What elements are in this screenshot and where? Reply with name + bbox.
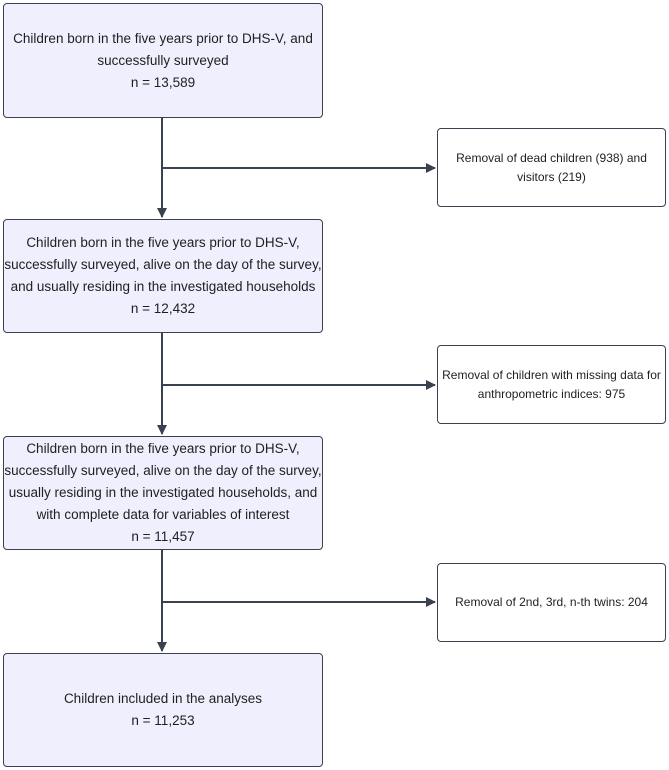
box-text-line: successfully surveyed, alive on the day …: [4, 257, 322, 272]
box-count: n = 11,457: [131, 529, 195, 544]
box-count: n = 11,253: [131, 713, 195, 728]
box-text-line: Children born in the five years prior to…: [13, 30, 313, 46]
box-text-line: Children included in the analyses: [63, 691, 263, 706]
exclusion-text-line: anthropometric indices: 975: [477, 386, 626, 401]
exclusion-box-dead-and-visitors: Removal of dead children (938) and visit…: [437, 128, 666, 207]
exclusion-box-twins: Removal of 2nd, 3rd, n-th twins: 204: [437, 563, 666, 642]
box-count: n = 12,432: [130, 301, 196, 316]
exclusion-text-line: Removal of dead children (938) and: [456, 150, 647, 165]
box-text-line: successfully surveyed, alive on the day …: [4, 463, 322, 478]
box-text-line: with complete data for variables of inte…: [36, 507, 290, 522]
flow-box-included-in-analyses: Children included in the analyses n = 11…: [3, 653, 323, 767]
flow-box-surveyed-children: Children born in the five years prior to…: [3, 3, 323, 118]
box-text-line: usually residing in the investigated hou…: [8, 485, 318, 500]
box-text-line: successfully surveyed: [97, 52, 229, 68]
box-text-line: and usually residing in the investigated…: [10, 279, 316, 294]
flow-box-alive-residents: Children born in the five years prior to…: [3, 219, 323, 333]
flow-box-complete-data: Children born in the five years prior to…: [3, 436, 323, 550]
exclusion-text-line: Removal of 2nd, 3rd, n-th twins: 204: [455, 595, 648, 609]
box-text-line: Children born in the five years prior to…: [26, 441, 300, 456]
exclusion-box-missing-anthropometric: Removal of children with missing data fo…: [437, 345, 666, 424]
box-count: n = 13,589: [130, 74, 196, 90]
box-text-line: Children born in the five years prior to…: [26, 235, 300, 250]
exclusion-text-line: Removal of children with missing data fo…: [442, 367, 661, 382]
exclusion-text-line: visitors (219): [517, 169, 586, 184]
